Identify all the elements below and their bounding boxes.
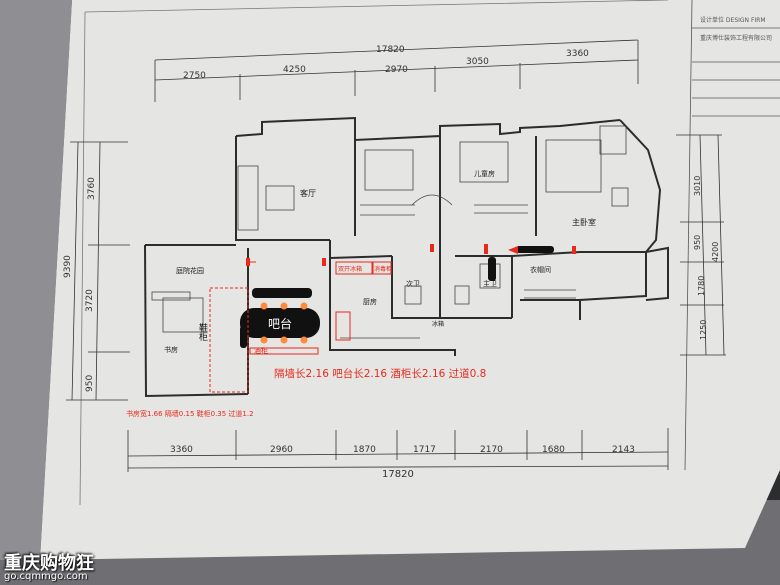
wine-cabinet-label: 酒柜 [254, 346, 268, 355]
annotation-small-note: 书房宽1.66 隔墙0.15 鞋柜0.35 过道1.2 [126, 409, 254, 418]
room-label-garden: 庭院花园 [176, 266, 204, 275]
right-dimension [676, 134, 726, 356]
watermark-url: go.cqmmgo.com [4, 571, 88, 582]
bar-counter-label: 吧台 [268, 316, 292, 331]
top-dim-1: 2750 [183, 71, 206, 81]
paper-shadow [0, 0, 72, 560]
double-fridge-label: 双开冰箱 [338, 265, 362, 273]
bar-stools [260, 302, 308, 344]
room-label-study: 书房 [164, 345, 178, 354]
top-dim-2: 4250 [283, 65, 306, 75]
top-dim-5: 3360 [566, 49, 589, 59]
left-dim-2: 3720 [85, 289, 95, 312]
room-label-guest-bath: 次卫 [406, 279, 420, 288]
black-marker-bathroom [488, 257, 496, 281]
bottom-dimension [127, 428, 669, 472]
frame-left [79, 11, 86, 506]
black-marker-closet [516, 246, 554, 253]
room-label-closet: 衣帽间 [530, 265, 551, 274]
black-marker-left [240, 326, 247, 348]
title-block-company: 重庆博仕装饰工程有限公司 [700, 34, 772, 42]
red-annotation-lines [209, 261, 392, 393]
bottom-dim-3: 1870 [353, 445, 376, 455]
frame-top [84, 0, 669, 13]
shoe-cabinet-label: 鞋柜 [197, 322, 208, 342]
bottom-dim-1: 3360 [170, 445, 193, 455]
bottom-total-dimension: 17820 [382, 469, 414, 480]
right-dim-5: 1250 [699, 320, 708, 340]
oven-label: 消毒柜 [374, 265, 392, 273]
right-dim-4: 1780 [697, 276, 706, 296]
bottom-dim-2: 2960 [270, 445, 293, 455]
left-dimension [66, 141, 130, 401]
watermark-title: 重庆购物狂 [4, 553, 94, 574]
bar-counter [240, 308, 320, 338]
right-dim-1: 3010 [693, 176, 702, 196]
furniture [151, 125, 629, 339]
room-label-bedroom: 儿童房 [474, 169, 495, 178]
top-dim-3: 2970 [385, 65, 408, 75]
room-label-fridge: 冰箱 [432, 320, 444, 328]
room-label-living: 客厅 [300, 188, 316, 198]
partition-wall [252, 288, 312, 298]
top-dim-4: 3050 [466, 57, 489, 67]
left-dim-3: 950 [85, 375, 95, 392]
bottom-dim-4: 1717 [413, 445, 436, 455]
room-label-master: 主卧室 [572, 217, 596, 227]
top-total-dimension: 17820 [376, 45, 405, 55]
right-dim-3: 950 [693, 235, 702, 250]
room-label-master-bath: 主卫 [483, 279, 497, 288]
top-dimension [154, 39, 639, 102]
bottom-dim-7: 2143 [612, 445, 635, 455]
annotation-main-note: 隔墙长2.16 吧台长2.16 酒柜长2.16 过道0.8 [274, 367, 486, 380]
right-dim-2: 4200 [711, 242, 720, 262]
title-block-design-firm: 设计单位 DESIGN FIRM [700, 16, 766, 24]
bottom-dim-5: 2170 [480, 445, 503, 455]
bottom-dim-6: 1680 [542, 445, 565, 455]
floor-plan-walls [144, 116, 669, 398]
title-block [684, 0, 780, 471]
red-door-markers [246, 244, 576, 266]
left-dim-1: 3760 [87, 177, 97, 200]
room-label-kitchen: 厨房 [363, 297, 377, 306]
left-total-dimension: 9390 [63, 255, 73, 278]
